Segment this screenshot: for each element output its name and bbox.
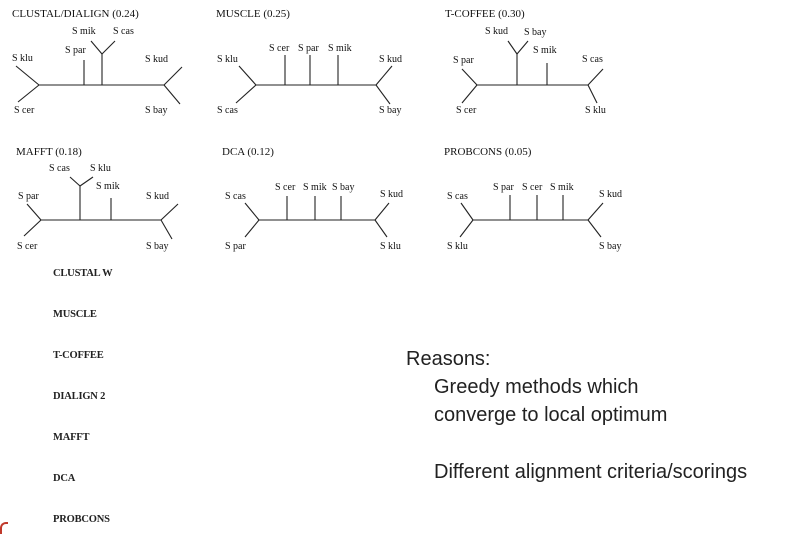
leaf-label: S mik: [533, 45, 557, 56]
reasons-block: Reasons: Greedy methods which converge t…: [406, 345, 747, 486]
leaf-label: S bay: [332, 182, 355, 193]
tree-mafft: MAFFT (0.18) S par S cer S cas S klu S m…: [16, 146, 201, 256]
tree-title: DCA (0.12): [222, 146, 274, 158]
leaf-label: S bay: [146, 241, 169, 252]
leaf-label: S klu: [12, 53, 33, 64]
tree-muscle: MUSCLE (0.25) S klu S cas S cer S par S …: [216, 8, 411, 118]
leaf-label: S mik: [328, 43, 352, 54]
leaf-label: S par: [493, 182, 514, 193]
tree-edges: [459, 195, 604, 238]
leaf-label: S klu: [380, 241, 401, 252]
leaf-label: S kud: [485, 26, 509, 37]
leaf-label: S cas: [217, 105, 238, 116]
leaf-label: S bay: [524, 27, 547, 38]
leaf-label: S par: [225, 241, 246, 252]
leaf-label: S par: [18, 191, 39, 202]
method-list: CLUSTAL W MUSCLE T-COFFEE DIALIGN 2 MAFF…: [53, 268, 193, 555]
tree-title: T-COFFEE (0.30): [445, 8, 525, 20]
leaf-label: S mik: [96, 181, 120, 192]
leaf-label: S par: [453, 55, 474, 66]
reason-line: Greedy methods which: [434, 376, 639, 398]
tree-title: CLUSTAL/DIALIGN (0.24): [12, 8, 139, 20]
tree-edges: [23, 176, 179, 240]
leaf-label: S klu: [447, 241, 468, 252]
leaf-label: S kud: [599, 189, 623, 200]
tree-edges: [461, 40, 604, 104]
method-item: T-COFFEE: [53, 350, 104, 361]
leaf-label: S bay: [145, 105, 168, 116]
leaf-label: S bay: [379, 105, 402, 116]
leaf-label: S mik: [303, 182, 327, 193]
leaf-label: S kud: [380, 189, 404, 200]
leaf-label: S par: [65, 45, 86, 56]
leaf-label: S cas: [113, 26, 134, 37]
leaf-label: S bay: [599, 241, 622, 252]
leaf-label: S cer: [456, 105, 477, 116]
tree-title: MUSCLE (0.25): [216, 8, 290, 20]
tree-title: MAFFT (0.18): [16, 146, 82, 158]
leaf-label: S mik: [72, 26, 96, 37]
leaf-label: S klu: [90, 163, 111, 174]
leaf-label: S kud: [379, 54, 403, 65]
leaf-label: S cas: [447, 191, 468, 202]
leaf-label: S cas: [582, 54, 603, 65]
leaf-label: S klu: [217, 54, 238, 65]
leaf-label: S kud: [146, 191, 170, 202]
method-item: MAFFT: [53, 432, 90, 443]
reasons-heading: Reasons:: [406, 348, 491, 370]
leaf-label: S cer: [17, 241, 38, 252]
leaf-label: S cer: [269, 43, 290, 54]
method-item: CLUSTAL W: [53, 268, 113, 279]
tree-clustal-dialign: CLUSTAL/DIALIGN (0.24) S klu S cer S par…: [12, 8, 197, 118]
reason-line: converge to local optimum: [434, 404, 668, 426]
leaf-label: S cas: [225, 191, 246, 202]
tree-edges: [235, 55, 393, 105]
method-item: MUSCLE: [53, 309, 97, 320]
corner-decoration: [0, 522, 8, 534]
leaf-label: S kud: [145, 54, 169, 65]
leaf-label: S cer: [275, 182, 296, 193]
reason-line: Different alignment criteria/scorings: [434, 461, 748, 483]
tree-edges: [244, 196, 390, 238]
tree-t-coffee: T-COFFEE (0.30) S par S cer S kud S bay …: [445, 8, 620, 118]
tree-edges: [15, 40, 183, 105]
tree-title: PROBCONS (0.05): [444, 146, 532, 158]
leaf-label: S klu: [585, 105, 606, 116]
spacer: [406, 429, 747, 458]
tree-dca: DCA (0.12) S cas S par S cer S mik S bay…: [222, 146, 412, 256]
leaf-label: S cer: [522, 182, 543, 193]
leaf-label: S par: [298, 43, 319, 54]
leaf-label: S cas: [49, 163, 70, 174]
leaf-label: S cer: [14, 105, 35, 116]
method-item: DCA: [53, 473, 76, 484]
leaf-label: S mik: [550, 182, 574, 193]
tree-probcons: PROBCONS (0.05) S cas S klu S par S cer …: [444, 146, 634, 256]
method-item: PROBCONS: [53, 514, 110, 525]
method-item: DIALIGN 2: [53, 391, 106, 402]
